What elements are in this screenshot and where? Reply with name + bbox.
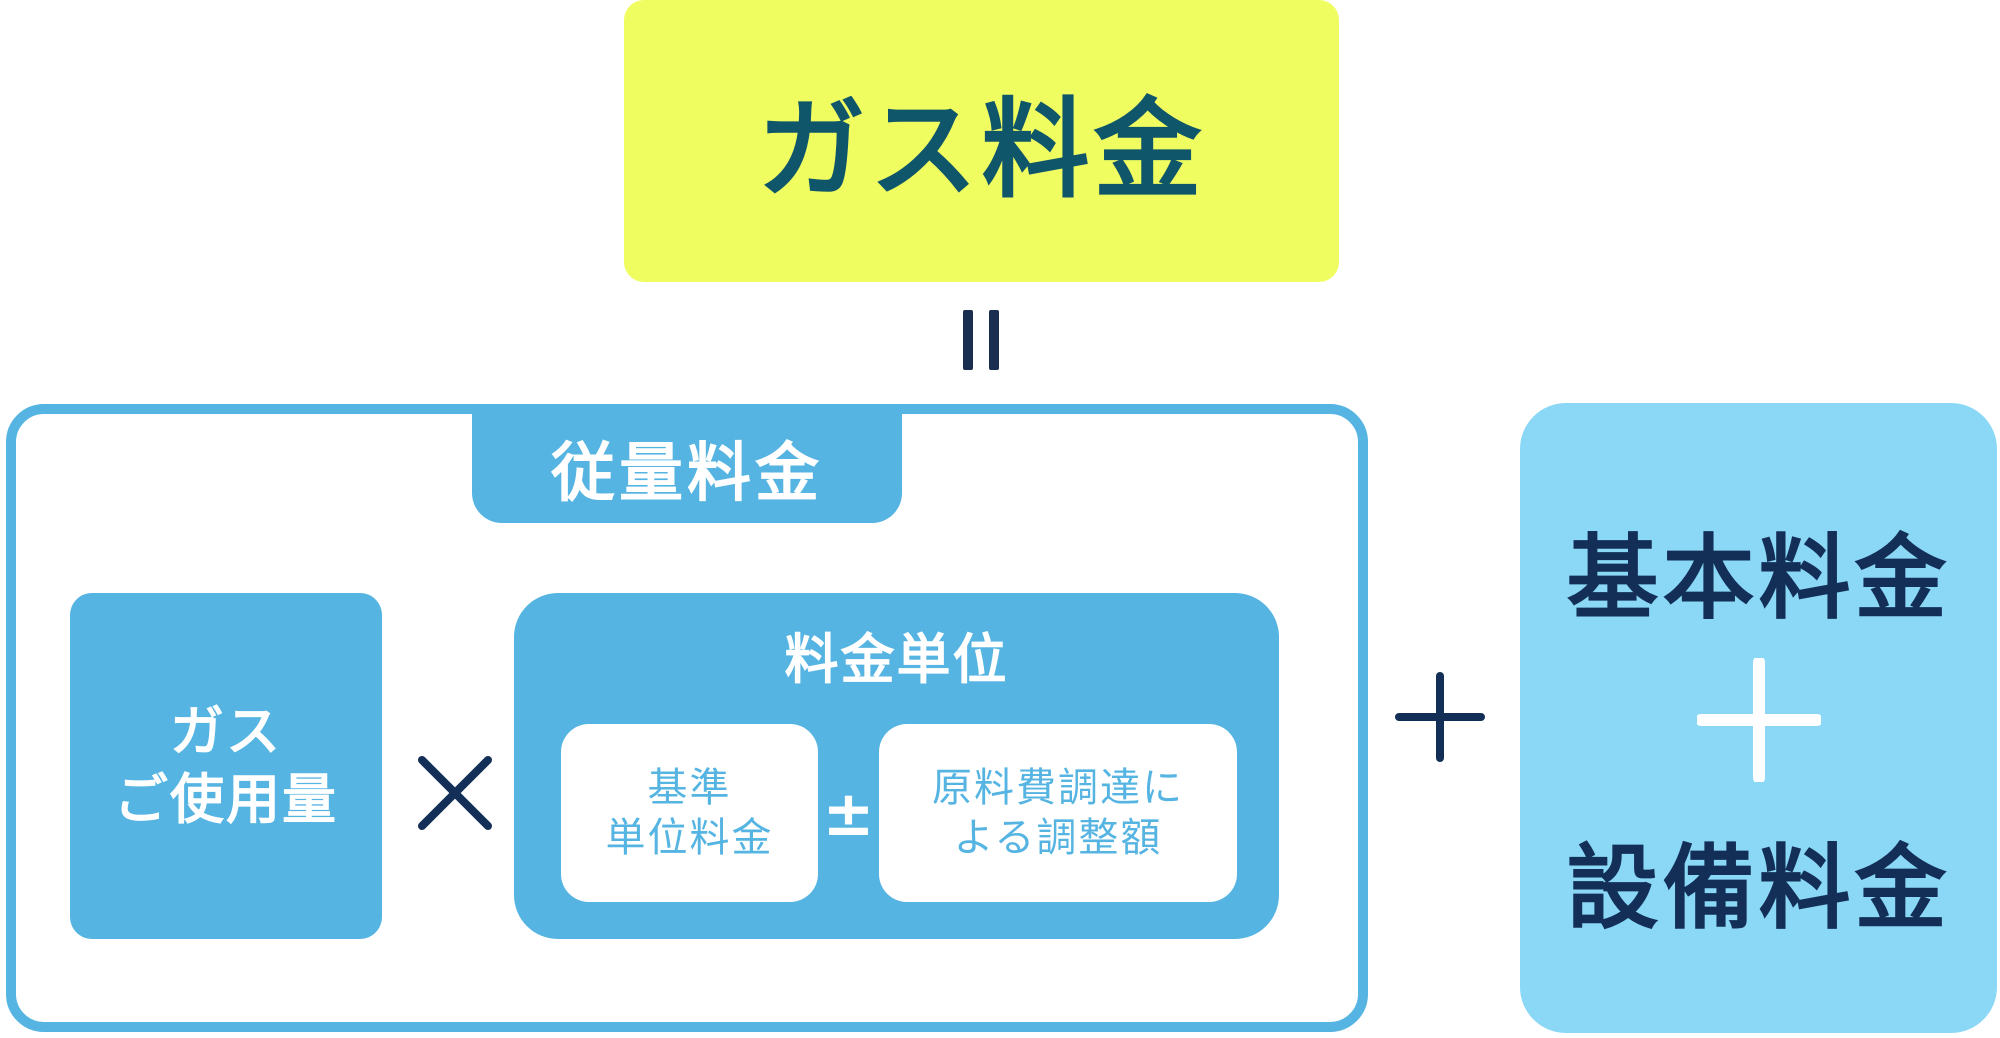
plus-minus-label: ± <box>822 776 875 850</box>
multiply-sign <box>410 748 500 838</box>
plus-sign <box>1395 672 1485 762</box>
usage-charge-tab: 従量料金 <box>472 412 902 523</box>
gas-usage-line1: ガス <box>170 700 282 763</box>
facility-charge-label: 設備料金 <box>1566 834 1951 942</box>
basic-charge-heading: 基本料金 <box>1520 515 1997 632</box>
gas-usage-box: ガス ご使用量 <box>70 593 382 939</box>
base-unit-price-box: 基準 単位料金 <box>561 724 818 902</box>
gas-usage-line2: ご使用量 <box>114 768 338 831</box>
gas-charge-label: ガス料金 <box>757 88 1206 213</box>
plus-icon <box>1395 672 1485 762</box>
usage-charge-label: 従量料金 <box>551 436 823 511</box>
base-unit-price-line1: 基準 <box>647 765 732 811</box>
gas-charge-box: ガス料金 <box>624 0 1339 282</box>
inner-plus-sign <box>1695 656 1823 784</box>
facility-charge-heading: 設備料金 <box>1520 825 1997 942</box>
basic-charge-label: 基本料金 <box>1566 524 1951 632</box>
fuel-adjustment-line2: よる調整額 <box>953 815 1163 861</box>
unit-price-label: 料金単位 <box>784 628 1009 691</box>
plus-minus-sign: ± <box>818 770 879 856</box>
base-unit-price-line2: 単位料金 <box>605 815 774 861</box>
plus-icon <box>1695 656 1823 784</box>
fuel-adjustment-line1: 原料費調達に <box>932 765 1184 811</box>
equals-sign <box>963 310 1003 376</box>
multiply-icon <box>418 756 492 830</box>
fuel-adjustment-box: 原料費調達に よる調整額 <box>879 724 1237 902</box>
unit-price-heading: 料金単位 <box>514 620 1279 700</box>
